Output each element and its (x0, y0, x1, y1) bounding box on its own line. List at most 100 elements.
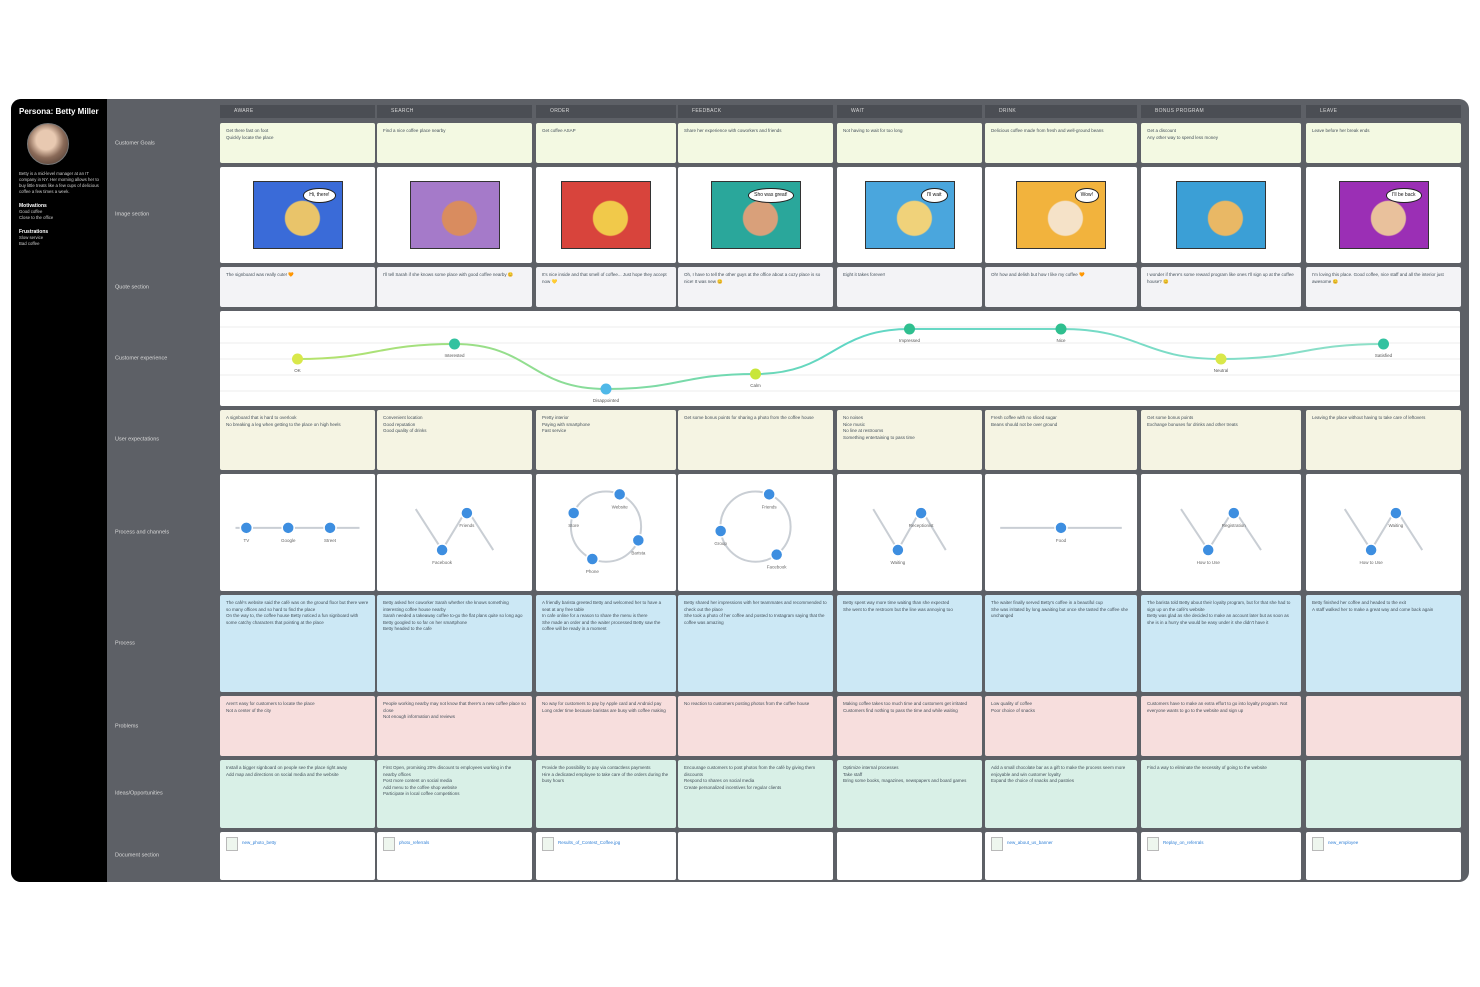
ideas-item: Participate in local coffee competitions (383, 791, 460, 796)
document-icon[interactable] (991, 837, 1003, 851)
card-images (1141, 167, 1301, 263)
document-icon[interactable] (1312, 837, 1324, 851)
comic-image: Wow! (1016, 181, 1106, 249)
channel-label: Friends (762, 504, 778, 509)
quote-text: Oh! how and delish but how I like my cof… (991, 272, 1085, 277)
emotion-label: Disappointed (593, 398, 620, 403)
card-goals: Leave before her break ends (1306, 123, 1461, 163)
quote-text: The signboard was really cute! 🧡 (226, 272, 294, 277)
stage-header: LEAVE (1306, 105, 1461, 118)
expect-item: Beans should not be over ground (991, 421, 1058, 427)
document-link[interactable]: new_employee (1328, 840, 1359, 845)
probl-item: Poor choice of snacks (991, 707, 1036, 713)
document-icon[interactable] (383, 837, 395, 851)
channel-node (281, 521, 295, 535)
row-label-ideas: Ideas/Opportunities (115, 790, 163, 797)
card-probl: No reaction to customers posting photos … (678, 696, 833, 756)
channel-label: Facebook (432, 560, 453, 565)
ideas-item: Bring some books, magazines, newspapers … (843, 778, 967, 783)
goals-item: Leave before her break ends (1312, 128, 1370, 133)
card-ideas: Install a bigger signboard on people see… (220, 760, 375, 828)
document-icon[interactable] (1147, 837, 1159, 851)
goals-item: Get there fast on foot (226, 128, 269, 133)
persona-bio: Betty is a mid-level manager at an IT co… (19, 171, 99, 194)
document-link[interactable]: Replay_on_referrals (1163, 840, 1204, 845)
probl-item: Low quality of coffee (991, 701, 1032, 706)
card-goals: Not having to wait for too long (837, 123, 982, 163)
proc-item: She was irritated by long awaiting but o… (991, 606, 1129, 619)
card-ideas: Provide the possibility to pay via conta… (536, 760, 676, 828)
channel-diagram: Food (1000, 521, 1122, 543)
document-link[interactable]: new_photo_betty (242, 840, 277, 845)
expect-item: Nice music (843, 421, 866, 427)
card-probl: No way for customers to pay by Apple car… (536, 696, 676, 756)
proc-item: Betty headed to the cafe (383, 626, 432, 631)
quote-text: Oh, I have to tell the other guys at the… (684, 272, 821, 284)
probl-item: Long order time because baristas are bus… (542, 707, 666, 713)
speech-bubble: Hi, there! (303, 188, 336, 203)
channel-node (323, 521, 337, 535)
document-icon[interactable] (226, 837, 238, 851)
channel-node (585, 552, 600, 566)
stage-header: ORDER (536, 105, 676, 118)
document-link[interactable]: new_about_us_banner (1007, 840, 1053, 845)
row-label-documents: Document section (115, 852, 160, 859)
card-ideas (1306, 760, 1461, 828)
card-images: Wow! (985, 167, 1137, 263)
proc-item: On the way to, the coffee house Betty no… (226, 613, 359, 625)
ideas-item: Add a small chocolate bar as a gift to m… (991, 765, 1126, 777)
expect-item: Good quality of drinks (383, 428, 427, 433)
probl-item: No reaction to customers posting photos … (684, 701, 810, 706)
probl-item: Not enough information and reviews (383, 714, 456, 719)
speech-bubble: I'll wait (920, 188, 948, 203)
ideas-item: Add menu to the coffee shop website (383, 784, 457, 790)
expect-item: A signboard that is hard to overlook (226, 415, 297, 420)
goals-item: Get coffee ASAP (542, 128, 576, 133)
card-docs (837, 832, 982, 880)
probl-item: Customers find nothing to pass the time … (843, 707, 958, 713)
channel-node (631, 533, 646, 548)
emotion-face-icon (292, 353, 303, 365)
card-docs: Results_of_Contest_Coffee.jpg (536, 832, 676, 880)
proc-item: The barista told Betty about their loyal… (1147, 600, 1291, 612)
channel-cycle (569, 490, 643, 563)
document-link[interactable]: photo_referrals (399, 840, 430, 845)
ideas-item: Hire a dedicated employee to take care o… (542, 771, 669, 784)
channel-node (891, 543, 905, 557)
channel-label: Friends (459, 523, 475, 528)
emotion-face-icon (1215, 353, 1227, 365)
frustration-item: Slow service (19, 235, 44, 240)
document-icon[interactable] (542, 837, 554, 851)
emotion-label: Satisfied (1375, 353, 1393, 358)
document-link[interactable]: Results_of_Contest_Coffee.jpg (558, 840, 621, 845)
expect-item: Get some bonus points (1147, 415, 1194, 420)
goals-item: Get a discount (1147, 128, 1177, 133)
row-label-quotes: Quote section (115, 284, 149, 291)
emotion-label: Impressed (899, 338, 921, 343)
channel-path (1343, 507, 1424, 552)
expect-item: No breaking a leg when getting to the pl… (226, 421, 341, 427)
card-proc: The barista told Betty about their loyal… (1141, 595, 1301, 692)
probl-item: No way for customers to pay by Apple car… (542, 701, 662, 706)
card-proc: Betty spent way more time waiting than s… (837, 595, 982, 692)
card-quotes: Oh, I have to tell the other guys at the… (678, 267, 833, 307)
card-docs: new_photo_betty (220, 832, 375, 880)
channel-node (435, 543, 449, 557)
expect-item: Leaving the place without having to take… (1312, 415, 1426, 420)
card-goals: Share her experience with coworkers and … (678, 123, 833, 163)
channel-path (414, 507, 495, 552)
ideas-item: Take staff (843, 771, 863, 777)
card-ideas: First Open, promising 20% discount to em… (377, 760, 532, 828)
speech-bubble: I'll be back (1386, 188, 1422, 203)
